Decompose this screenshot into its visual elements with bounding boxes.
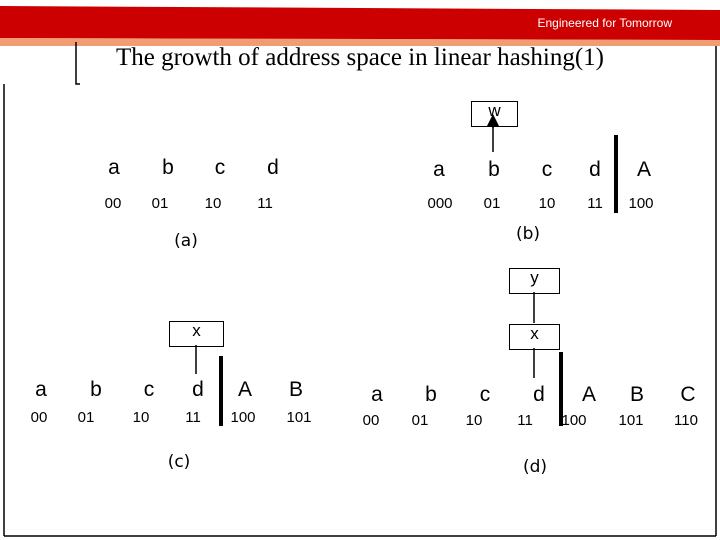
bucket-label: B <box>629 383 645 406</box>
bucket-label: C <box>680 383 696 406</box>
bucket-address: 101 <box>618 412 644 429</box>
header-tagline: Engineered for Tomorrow <box>537 16 672 30</box>
bucket-label: c <box>541 158 553 181</box>
bucket-label: b <box>425 383 437 406</box>
bucket-address: 00 <box>362 412 380 429</box>
page-title: The growth of address space in linear ha… <box>115 44 605 71</box>
bucket-address: 10 <box>538 195 556 212</box>
bucket-address: 00 <box>104 195 122 212</box>
bucket-address: 100 <box>230 409 256 426</box>
pointer-x-label: x <box>530 324 539 343</box>
bucket-label: a <box>371 383 383 406</box>
caption-d: (d) <box>522 457 548 477</box>
bucket-label: A <box>581 383 597 406</box>
bucket-label: d <box>267 156 279 179</box>
banner-shape <box>0 6 720 46</box>
bucket-address: 01 <box>77 409 95 426</box>
bucket-address: 110 <box>674 412 698 429</box>
bucket-label: a <box>108 156 120 179</box>
bucket-address: 01 <box>411 412 429 429</box>
bucket-label: b <box>162 156 174 179</box>
caption-b: (b) <box>515 224 541 244</box>
bucket-address: 11 <box>517 412 533 429</box>
bucket-label: c <box>143 378 155 401</box>
header-banner: Engineered for Tomorrow <box>0 0 720 46</box>
bucket-address: 11 <box>587 195 603 212</box>
pointer-x-label: x <box>192 321 201 340</box>
bucket-label: B <box>288 378 304 401</box>
caption-c: (c) <box>167 452 191 472</box>
bucket-label: b <box>90 378 102 401</box>
split-divider-c <box>219 356 223 426</box>
bucket-address: 10 <box>465 412 483 429</box>
bucket-label: A <box>636 158 652 181</box>
pointer-y-label: y <box>530 268 539 287</box>
bucket-label: b <box>488 158 500 181</box>
bucket-address: 01 <box>151 195 169 212</box>
bucket-label: a <box>433 158 445 181</box>
split-divider-b <box>614 135 618 213</box>
bucket-address: 000 <box>427 195 453 212</box>
bucket-label: A <box>237 378 253 401</box>
bucket-label: d <box>589 158 601 181</box>
bucket-address: 11 <box>185 409 201 426</box>
bucket-address: 01 <box>483 195 501 212</box>
bucket-address: 10 <box>204 195 222 212</box>
bucket-address: 00 <box>30 409 48 426</box>
bucket-label: a <box>35 378 47 401</box>
bucket-label: d <box>533 383 545 406</box>
bucket-address: 101 <box>286 409 312 426</box>
caption-a: (a) <box>174 231 198 251</box>
bucket-label: d <box>192 378 204 401</box>
bucket-address: 100 <box>561 412 587 429</box>
bucket-label: c <box>479 383 491 406</box>
split-divider-d <box>559 352 563 426</box>
bucket-address: 11 <box>257 195 273 212</box>
bucket-address: 100 <box>628 195 654 212</box>
bucket-label: c <box>214 156 226 179</box>
bucket-address: 10 <box>132 409 150 426</box>
